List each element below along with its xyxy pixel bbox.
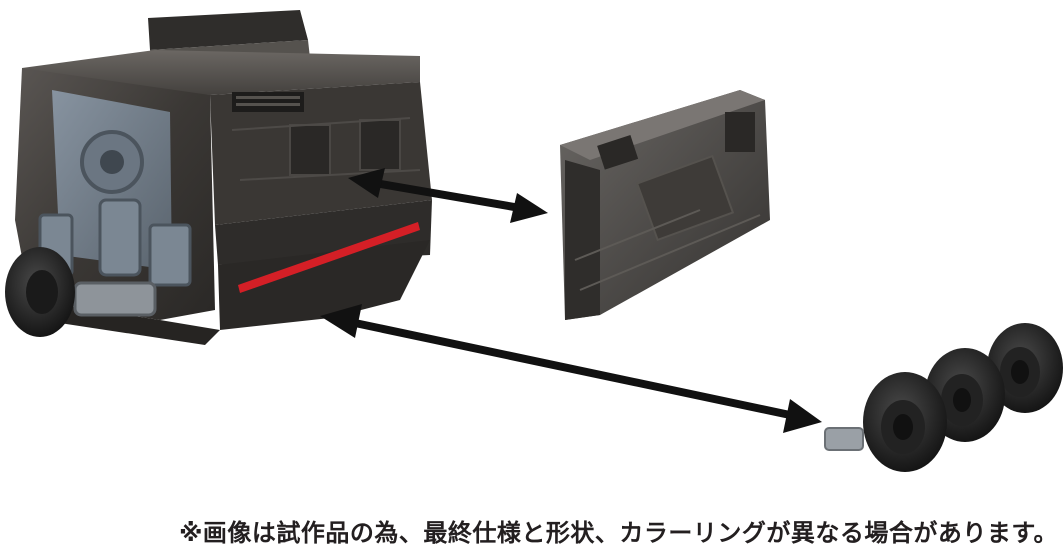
arrow-top <box>348 168 548 223</box>
wheel-set <box>824 323 1063 472</box>
disclaimer-text: ※画像は試作品の為、最終仕様と形状、カラーリングが異なる場合があります。 <box>179 519 1058 547</box>
armor-part <box>560 90 770 320</box>
arrow-bottom <box>320 304 822 433</box>
